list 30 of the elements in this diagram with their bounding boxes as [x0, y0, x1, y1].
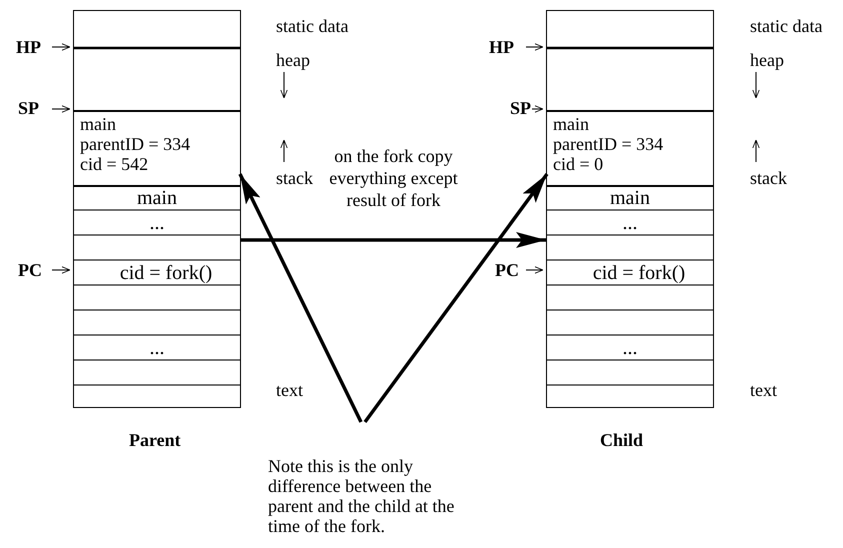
- memory-row: ...: [547, 211, 713, 236]
- memory-row: cid = fork(): [547, 261, 713, 286]
- region-label: text: [750, 380, 777, 400]
- pointer-label: PC: [18, 260, 42, 280]
- pointer-label: SP: [18, 98, 40, 118]
- memory-row: cid = fork(): [74, 261, 240, 286]
- pointer-label: PC: [495, 260, 519, 280]
- region-label: stack: [276, 168, 313, 188]
- arrow: [241, 232, 546, 248]
- region-label: stack: [750, 168, 787, 188]
- note-text: Note this is the only difference between the parent and the child at the time of the fork.: [268, 422, 458, 536]
- memory-row: main: [547, 186, 713, 211]
- region-label: heap: [750, 50, 784, 70]
- arrow: [238, 173, 363, 423]
- column-heading: Child: [600, 430, 644, 451]
- stack-frame: main parentID = 334 cid = 0: [547, 110, 713, 187]
- region-label: text: [276, 380, 303, 400]
- memory-row: ...: [547, 336, 713, 361]
- memory-row: ...: [74, 336, 240, 361]
- region-label: heap: [276, 50, 310, 70]
- arrow: [364, 172, 548, 424]
- stack-frame: main parentID = 334 cid = 542: [74, 110, 240, 187]
- pointer-label: HP: [489, 37, 514, 57]
- pointer-label: SP: [510, 98, 532, 118]
- memory-row: ...: [74, 211, 240, 236]
- pointer-label: HP: [16, 37, 41, 57]
- memory-row: main: [74, 186, 240, 211]
- column-heading: Parent: [129, 430, 181, 451]
- region-label: static data: [276, 16, 348, 36]
- region-label: static data: [750, 16, 822, 36]
